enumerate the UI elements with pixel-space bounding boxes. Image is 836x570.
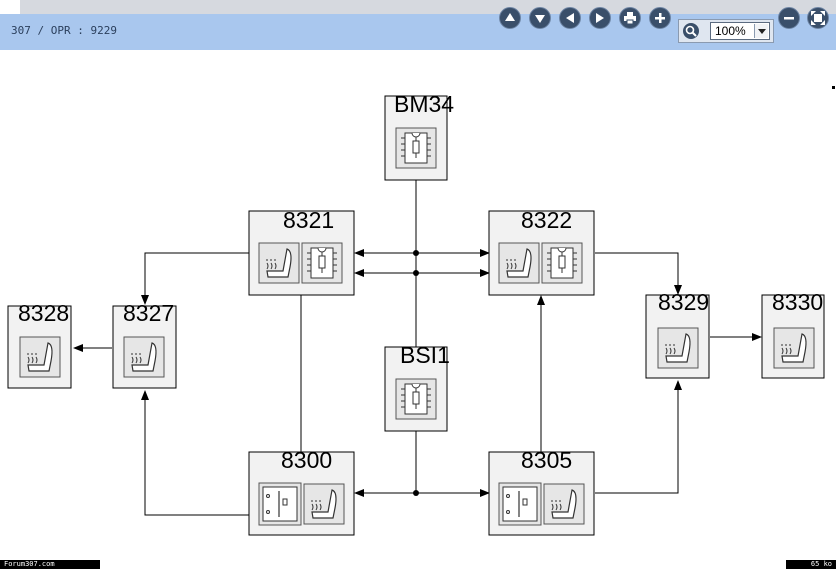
scroll-up-button[interactable]	[499, 7, 521, 29]
footer-site: Forum307.com	[0, 560, 100, 569]
node-8300[interactable]: 8300	[248, 447, 355, 536]
node-bm34[interactable]: BM34	[384, 91, 454, 181]
ecu-chip-icon	[301, 242, 343, 284]
tab-bar	[20, 0, 836, 15]
heated-seat-icon	[303, 483, 345, 525]
fit-page-button[interactable]	[807, 7, 829, 29]
arrow-down-icon	[535, 15, 545, 23]
ecu-chip-icon	[395, 378, 437, 420]
node-8330[interactable]: 8330	[761, 289, 825, 379]
node-8322[interactable]: 8322	[488, 207, 595, 296]
switch-icon	[498, 482, 542, 526]
heated-seat-icon	[19, 336, 61, 378]
heated-seat-icon	[543, 483, 585, 525]
print-button[interactable]	[619, 7, 641, 29]
node-8305[interactable]: 8305	[488, 447, 595, 536]
zoom-value: 100%	[715, 24, 746, 38]
zoom-out-button[interactable]	[778, 7, 800, 29]
scroll-down-button[interactable]	[529, 7, 551, 29]
switch-icon	[258, 482, 302, 526]
node-8321[interactable]: 8321	[248, 207, 355, 296]
fit-page-icon	[811, 11, 825, 25]
window-top-strip	[0, 0, 836, 15]
zoom-in-button[interactable]	[649, 7, 671, 29]
chevron-down-icon	[754, 24, 768, 38]
node-8329[interactable]: 8329	[645, 289, 710, 379]
document-reference: 307 / OPR : 9229	[11, 24, 117, 37]
printer-icon	[624, 12, 636, 25]
next-button[interactable]	[589, 7, 611, 29]
diagram-canvas: BM34 8321 8322 8328 8327 8329 8330	[0, 50, 836, 558]
node-label-8329: 8329	[658, 289, 709, 315]
node-label-bsi1: BSI1	[400, 342, 450, 368]
node-label-8322: 8322	[521, 207, 572, 233]
node-8328[interactable]: 8328	[7, 300, 72, 389]
node-8327[interactable]: 8327	[112, 300, 177, 389]
footer-size: 65 ko	[786, 560, 836, 569]
magnifier-icon	[683, 23, 699, 39]
arrow-left-icon	[566, 13, 574, 23]
node-label-8330: 8330	[772, 289, 823, 315]
junction-dots	[413, 250, 419, 496]
heated-seat-icon	[498, 242, 540, 284]
node-label-bm34: BM34	[394, 91, 454, 117]
node-label-8327: 8327	[123, 300, 174, 326]
heated-seat-icon	[773, 327, 815, 369]
heated-seat-icon	[123, 336, 165, 378]
previous-button[interactable]	[559, 7, 581, 29]
node-label-8321: 8321	[283, 207, 334, 233]
node-label-8328: 8328	[18, 300, 69, 326]
heated-seat-icon	[657, 327, 699, 369]
minus-icon	[784, 17, 794, 20]
ecu-chip-icon	[541, 242, 583, 284]
wiring-lines	[80, 180, 755, 516]
node-label-8300: 8300	[281, 447, 332, 473]
edge-marker	[832, 86, 835, 89]
zoom-select[interactable]: 100%	[710, 22, 770, 40]
arrow-up-icon	[505, 13, 515, 21]
heated-seat-icon	[258, 242, 300, 284]
node-label-8305: 8305	[521, 447, 572, 473]
plus-icon	[655, 13, 665, 23]
arrow-right-icon	[596, 13, 604, 23]
wiring-diagram: BM34 8321 8322 8328 8327 8329 8330	[7, 91, 825, 536]
ecu-chip-icon	[395, 127, 437, 169]
node-bsi1[interactable]: BSI1	[384, 342, 450, 432]
